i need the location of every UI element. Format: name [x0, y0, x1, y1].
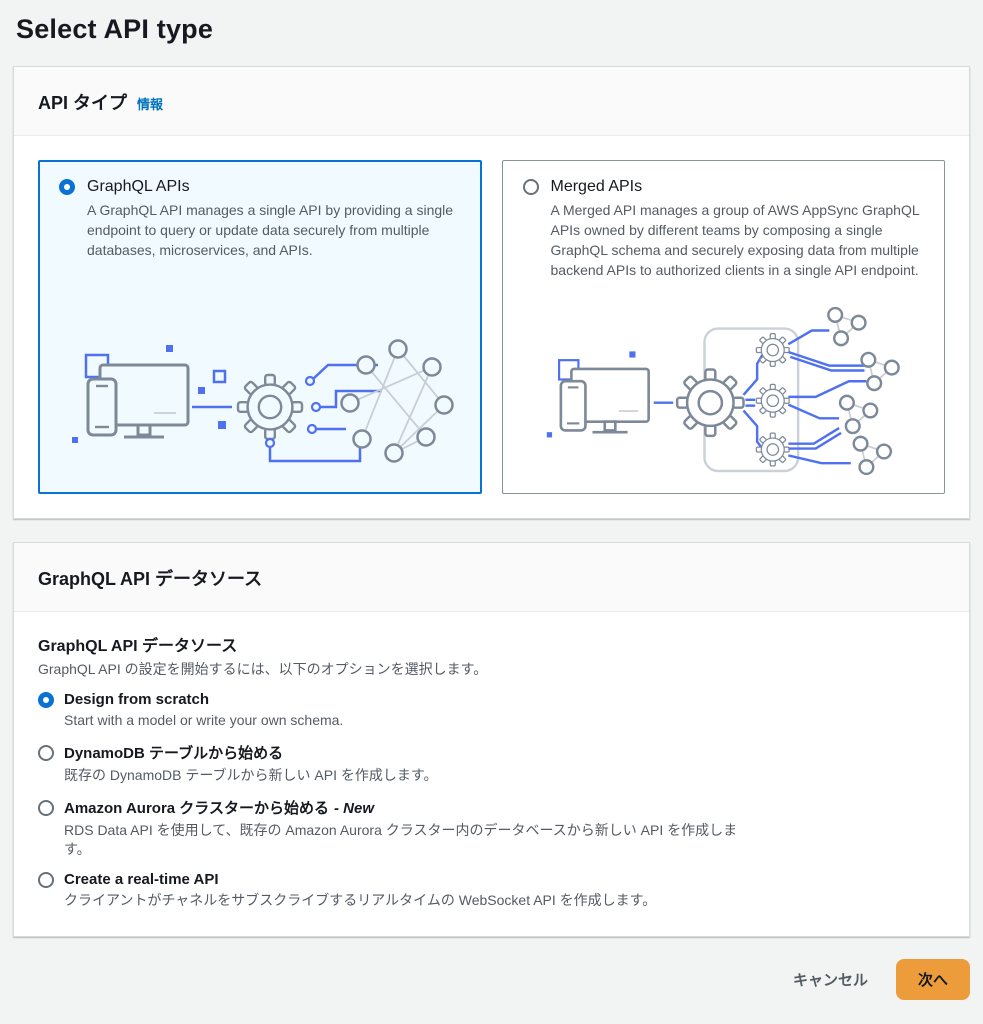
graphql-apis-radio[interactable] [59, 179, 75, 195]
graphql-apis-label: GraphQL APIs [87, 178, 190, 195]
wizard-actions: キャンセル 次へ [13, 959, 970, 1016]
graphql-illustration-icon [59, 315, 461, 479]
design-from-scratch-description: Start with a model or write your own sch… [64, 712, 344, 728]
cancel-button[interactable]: キャンセル [793, 969, 868, 990]
datasource-card-body: GraphQL API データソース GraphQL API の設定を開始するに… [14, 612, 969, 936]
api-type-card-header: API タイプ 情報 [14, 67, 969, 136]
design-from-scratch-label: Design from scratch [64, 691, 210, 708]
design-from-scratch-radio[interactable] [38, 691, 54, 708]
tile-graphql-apis[interactable]: GraphQL APIs A GraphQL API manages a sin… [38, 160, 482, 494]
merged-illustration-icon [523, 307, 925, 479]
datasource-field-label: GraphQL API データソース [38, 638, 238, 655]
tile-merged-apis[interactable]: Merged APIs A Merged API manages a group… [501, 160, 945, 494]
datasource-field-description: GraphQL API の設定を開始するには、以下のオプションを選択します。 [38, 661, 488, 677]
page-title: Select API type [16, 14, 214, 44]
next-button[interactable]: 次へ [895, 959, 970, 1000]
datasource-card-title: GraphQL API データソース [38, 569, 263, 589]
new-badge: - New [334, 800, 375, 817]
merged-apis-label: Merged APIs [550, 178, 643, 195]
datasource-card-header: GraphQL API データソース [14, 543, 969, 612]
api-type-tiles: GraphQL APIs A GraphQL API manages a sin… [38, 160, 945, 494]
aurora-radio[interactable] [38, 799, 54, 816]
graphql-apis-description: A GraphQL API manages a single API by pr… [87, 202, 454, 258]
datasource-card: GraphQL API データソース GraphQL API データソース Gr… [13, 542, 970, 937]
datasource-options: Design from scratch Start with a model o… [38, 691, 945, 910]
dynamodb-label: DynamoDB テーブルから始める [64, 745, 284, 762]
aurora-description: RDS Data API を使用して、既存の Amazon Aurora クラス… [64, 822, 738, 857]
api-type-card: API タイプ 情報 GraphQL APIs A GraphQL API ma… [13, 66, 970, 519]
option-dynamodb[interactable]: DynamoDB テーブルから始める 既存の DynamoDB テーブルから新し… [38, 742, 945, 785]
api-type-card-title: API タイプ [38, 93, 128, 113]
api-type-card-body: GraphQL APIs A GraphQL API manages a sin… [14, 136, 969, 518]
dynamodb-radio[interactable] [38, 744, 54, 761]
merged-apis-description: A Merged API manages a group of AWS AppS… [550, 202, 920, 278]
option-aurora[interactable]: Amazon Aurora クラスターから始める- New RDS Data A… [38, 797, 945, 859]
merged-apis-radio[interactable] [522, 179, 539, 195]
realtime-api-radio[interactable] [38, 871, 54, 888]
realtime-api-label: Create a real-time API [64, 871, 219, 888]
option-design-from-scratch[interactable]: Design from scratch Start with a model o… [38, 691, 945, 730]
option-realtime-api[interactable]: Create a real-time API クライアントがチャネルをサブスクラ… [38, 871, 945, 910]
info-link[interactable]: 情報 [137, 97, 164, 112]
dynamodb-description: 既存の DynamoDB テーブルから新しい API を作成します。 [64, 767, 438, 783]
realtime-api-description: クライアントがチャネルをサブスクライブするリアルタイムの WebSocket A… [64, 892, 657, 908]
aurora-label: Amazon Aurora クラスターから始める- New [64, 800, 375, 817]
